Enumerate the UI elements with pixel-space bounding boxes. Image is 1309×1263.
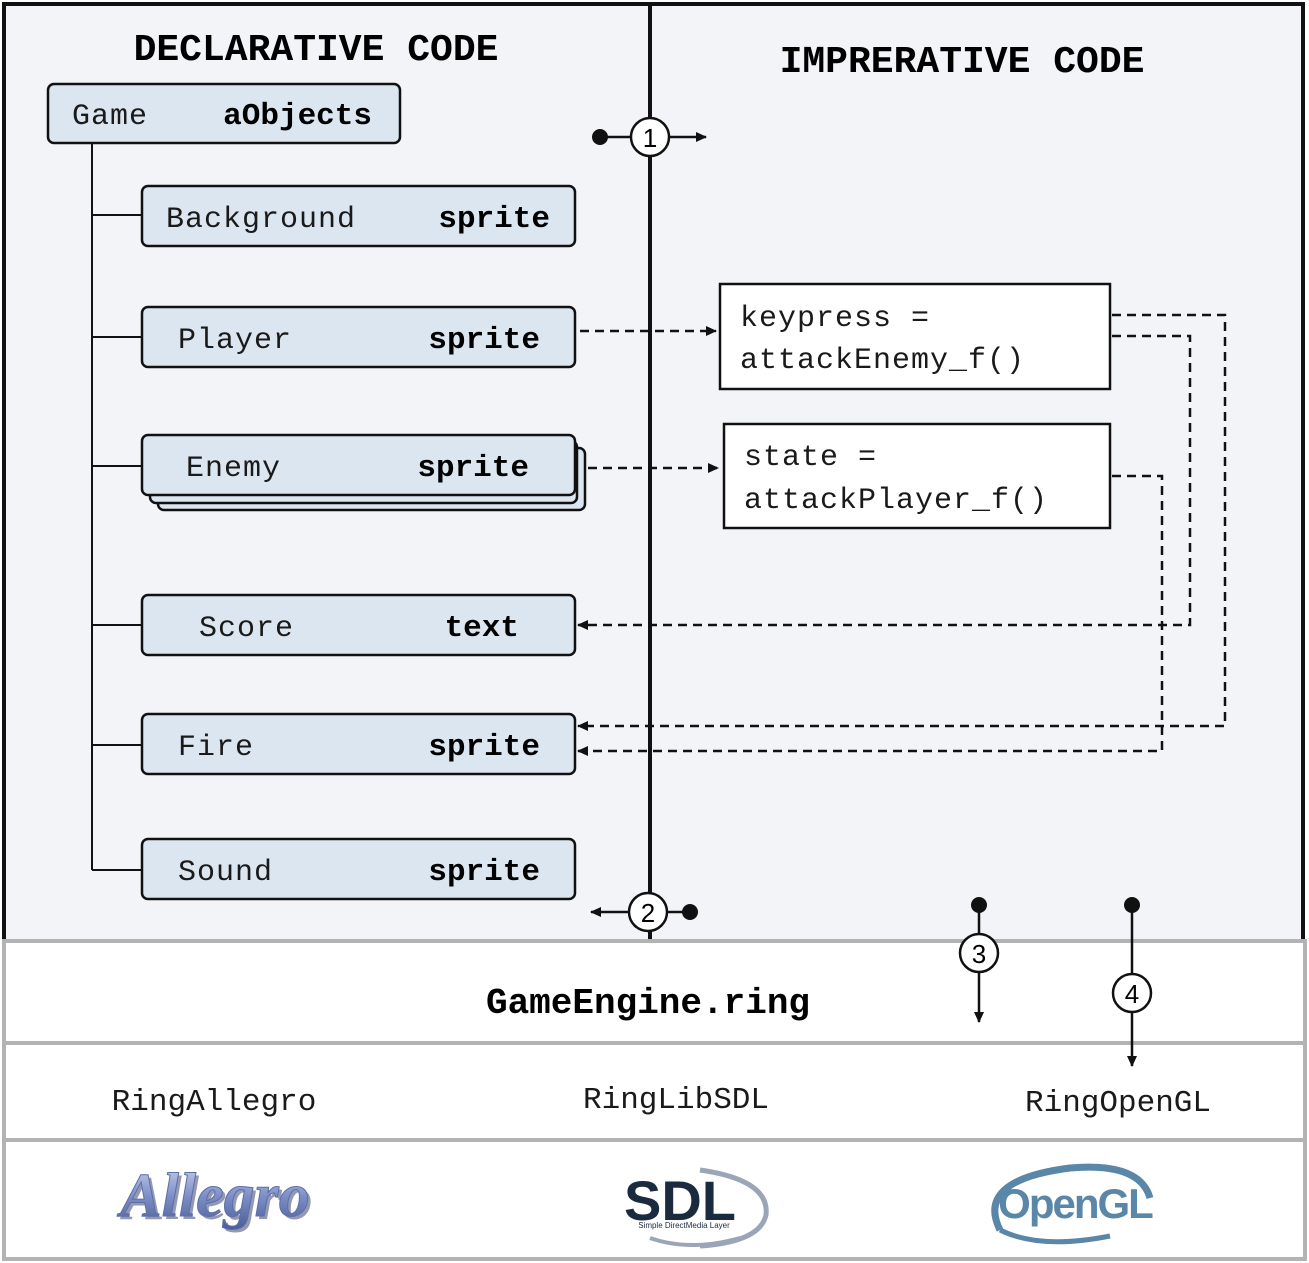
svg-text:text: text (445, 611, 519, 646)
svg-text:1: 1 (643, 123, 657, 153)
step-4-arrow: 4 (1111, 897, 1153, 1067)
declarative-heading: DECLARATIVE CODE (134, 29, 499, 72)
ringlibsdl-label: RingLibSDL (583, 1083, 769, 1118)
svg-text:state =: state = (744, 441, 877, 475)
svg-text:sprite: sprite (428, 730, 540, 765)
step-3-arrow: 3 (958, 897, 1000, 1023)
engine-band (2, 939, 1307, 1045)
allegro-logo: Allegro Allegro (116, 1162, 313, 1234)
svg-text:sprite: sprite (417, 451, 529, 486)
engine-label: GameEngine.ring (486, 983, 810, 1024)
ringallegro-label: RingAllegro (112, 1085, 317, 1120)
svg-text:SDL: SDL (624, 1169, 736, 1232)
svg-text:Sound: Sound (178, 856, 273, 890)
root-node: Game aObjects (46, 82, 402, 145)
svg-text:Allegro: Allegro (116, 1162, 309, 1230)
svg-text:Background: Background (166, 203, 356, 237)
enemy-node: Enemy sprite (140, 433, 587, 512)
svg-text:aObjects: aObjects (223, 99, 372, 134)
svg-text:keypress =: keypress = (740, 302, 930, 336)
imperative-heading: IMPRERATIVE CODE (780, 41, 1145, 84)
fire-node: Fire sprite (140, 712, 577, 776)
keypress-code-box: keypress = attackEnemy_f() (718, 282, 1112, 391)
step-1-arrow: 1 (592, 116, 707, 158)
sound-node: Sound sprite (140, 837, 577, 901)
svg-text:Allegro: Allegro (119, 1165, 312, 1233)
svg-text:Score: Score (199, 612, 294, 646)
svg-text:Game: Game (72, 100, 148, 134)
svg-text:Fire: Fire (178, 731, 254, 765)
svg-text:OpenGL: OpenGL (998, 1180, 1153, 1227)
keypress-to-score-arrow (577, 334, 1192, 630)
svg-text:sprite: sprite (428, 323, 540, 358)
score-node: Score text (140, 593, 577, 657)
libraries-band (2, 1041, 1307, 1142)
svg-text:4: 4 (1125, 979, 1139, 1009)
step-2-arrow: 2 (590, 891, 698, 933)
ringopengl-label: RingOpenGL (1025, 1086, 1211, 1121)
svg-text:sprite: sprite (438, 202, 550, 237)
svg-text:attackPlayer_f(): attackPlayer_f() (744, 484, 1048, 518)
state-code-box: state = attackPlayer_f() (722, 422, 1112, 530)
svg-text:Simple DirectMedia Layer: Simple DirectMedia Layer (638, 1221, 730, 1230)
state-to-fire-arrow (577, 474, 1164, 756)
svg-text:attackEnemy_f(): attackEnemy_f() (740, 344, 1025, 378)
sdl-logo: SDL Simple DirectMedia Layer (624, 1167, 769, 1249)
opengl-logo: OpenGL (991, 1163, 1155, 1245)
svg-text:Player: Player (178, 324, 292, 358)
svg-text:sprite: sprite (428, 855, 540, 890)
svg-text:Enemy: Enemy (186, 452, 281, 486)
svg-text:2: 2 (641, 898, 655, 928)
keypress-to-fire-arrow (577, 313, 1227, 731)
player-node: Player sprite (140, 305, 577, 369)
svg-text:3: 3 (972, 939, 986, 969)
background-node: Background sprite (140, 184, 577, 248)
